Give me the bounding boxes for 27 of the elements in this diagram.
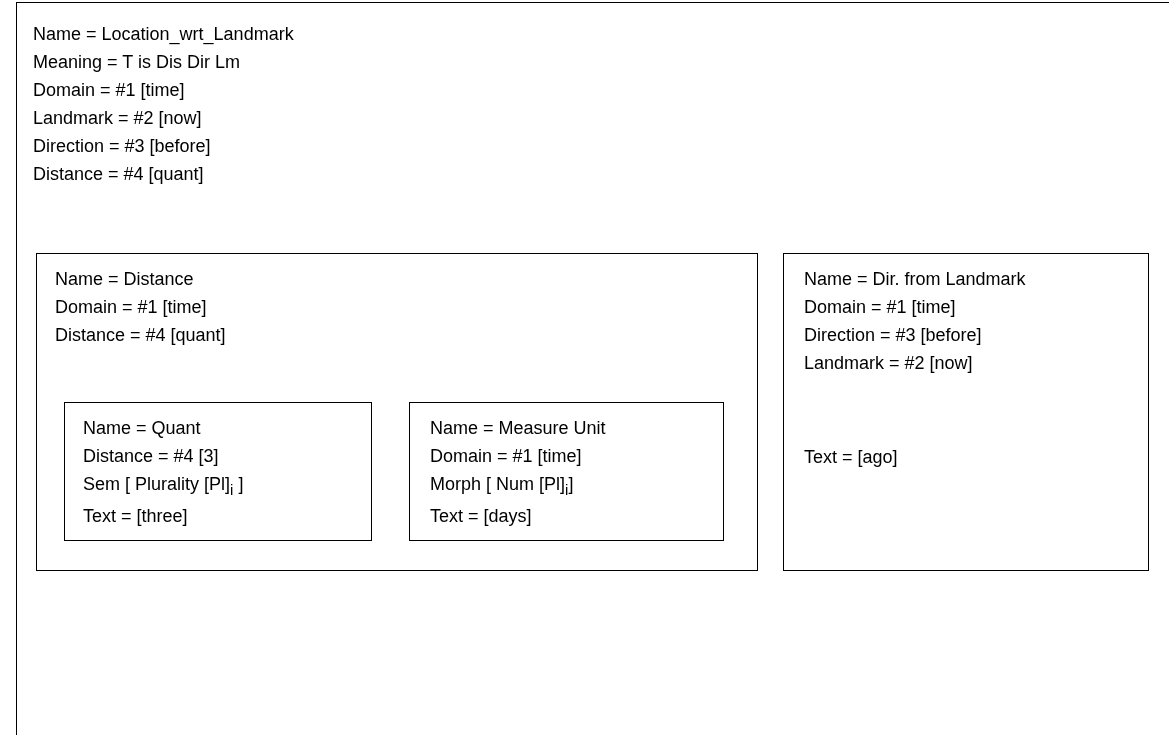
frame-box (16, 2, 1169, 735)
attribute-text: Name = Dir. from Landmark (804, 268, 1026, 290)
attribute-text: Text = [three] (83, 505, 188, 527)
attribute-text: Name = Location_wrt_Landmark (33, 23, 294, 45)
attribute-text: Landmark = #2 [now] (804, 352, 973, 374)
attribute-text: Direction = #3 [before] (804, 324, 982, 346)
attribute-text: Name = Distance (55, 268, 194, 290)
frame-box (783, 253, 1149, 571)
attribute-text: Direction = #3 [before] (33, 135, 211, 157)
attribute-text: Domain = #1 [time] (55, 296, 207, 318)
frame-box (409, 402, 724, 541)
attribute-text: Sem [ Plurality [Pl]$_{i}$ ] (83, 473, 244, 500)
frame-box (64, 402, 372, 541)
attribute-text: Domain = #1 [time] (430, 445, 582, 467)
attribute-text: Name = Quant (83, 417, 201, 439)
attribute-text: Name = Measure Unit (430, 417, 606, 439)
attribute-text: Landmark = #2 [now] (33, 107, 202, 129)
attribute-text: Domain = #1 [time] (804, 296, 956, 318)
attribute-text: Text = [ago] (804, 446, 898, 468)
attribute-text: Domain = #1 [time] (33, 79, 185, 101)
attribute-text: Distance = #4 [quant] (33, 163, 204, 185)
attribute-text: Text = [days] (430, 505, 532, 527)
attribute-text: Distance = #4 [quant] (55, 324, 226, 346)
attribute-text: Morph [ Num [Pl]$_{i}$] (430, 473, 574, 500)
attribute-text: Meaning = T is Dis Dir Lm (33, 51, 240, 73)
frame-box (36, 253, 758, 571)
attribute-text: Distance = #4 [3] (83, 445, 219, 467)
